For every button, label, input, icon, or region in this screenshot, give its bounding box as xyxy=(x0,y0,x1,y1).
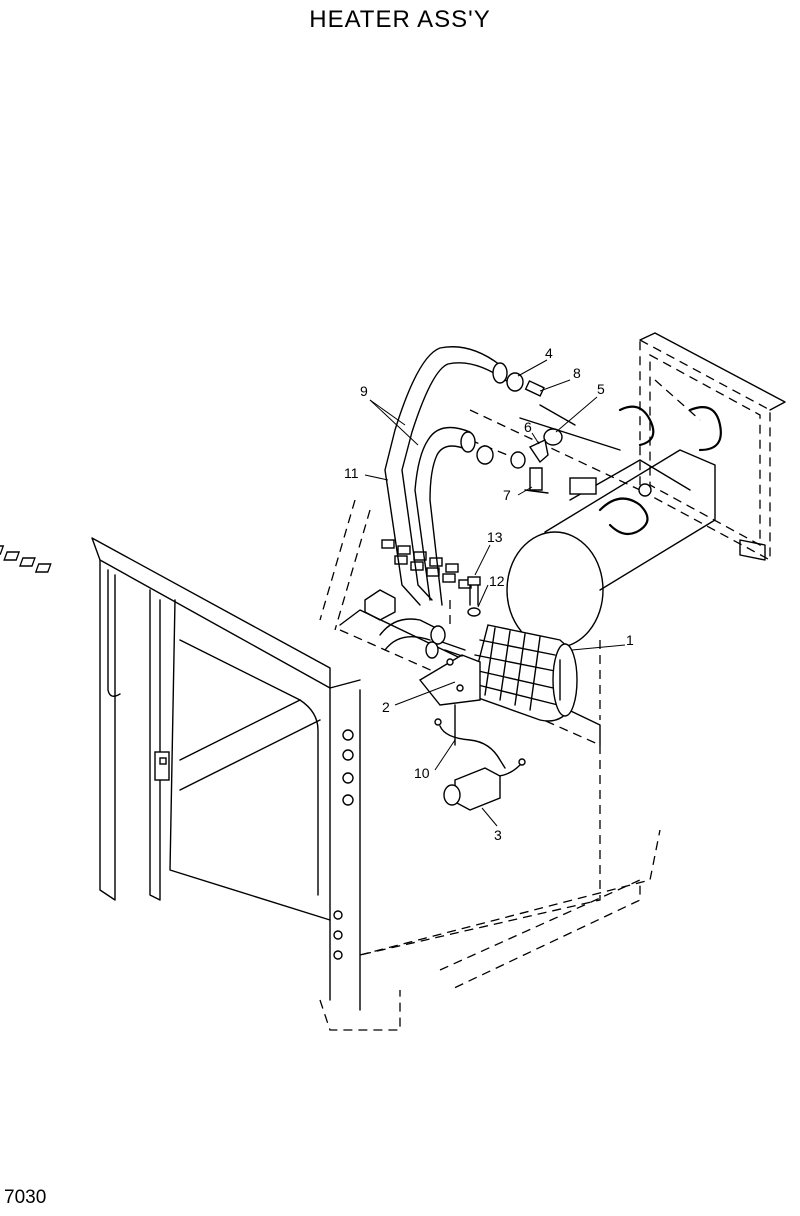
hose-fittings xyxy=(476,372,621,494)
bracket-2 xyxy=(418,654,481,706)
vent-grille xyxy=(0,539,472,589)
callout-5: 5 xyxy=(597,381,605,397)
elbow-6 xyxy=(528,438,549,464)
callout-1: 1 xyxy=(626,632,634,648)
page-number: 7030 xyxy=(4,1187,47,1208)
callout-3: 3 xyxy=(494,827,502,843)
hose-clamp-5 xyxy=(543,428,563,446)
callout-4: 4 xyxy=(545,345,553,361)
callout-2: 2 xyxy=(382,699,390,715)
blower-fan xyxy=(418,624,578,746)
callout-12: 12 xyxy=(489,573,505,589)
switch-harness xyxy=(434,718,526,811)
valve-7 xyxy=(529,467,543,491)
page-title: HEATER ASS'Y xyxy=(309,6,491,33)
callout-8: 8 xyxy=(573,365,581,381)
callout-6: 6 xyxy=(524,419,532,435)
switch-3 xyxy=(454,767,501,811)
cab-frame xyxy=(0,537,472,1011)
bolt-nut xyxy=(467,576,481,617)
callout-11: 11 xyxy=(344,465,359,481)
heater-hoses xyxy=(379,346,509,659)
callout-9: 9 xyxy=(360,383,368,399)
callout-10: 10 xyxy=(414,765,430,781)
hose-clamp-4 xyxy=(506,372,524,392)
callout-labels: 4 8 5 6 7 9 11 13 12 1 2 10 3 xyxy=(344,345,634,843)
callout-13: 13 xyxy=(487,529,503,545)
callout-7: 7 xyxy=(503,487,511,503)
nipple-8 xyxy=(524,380,545,397)
leader-lines xyxy=(364,359,626,827)
